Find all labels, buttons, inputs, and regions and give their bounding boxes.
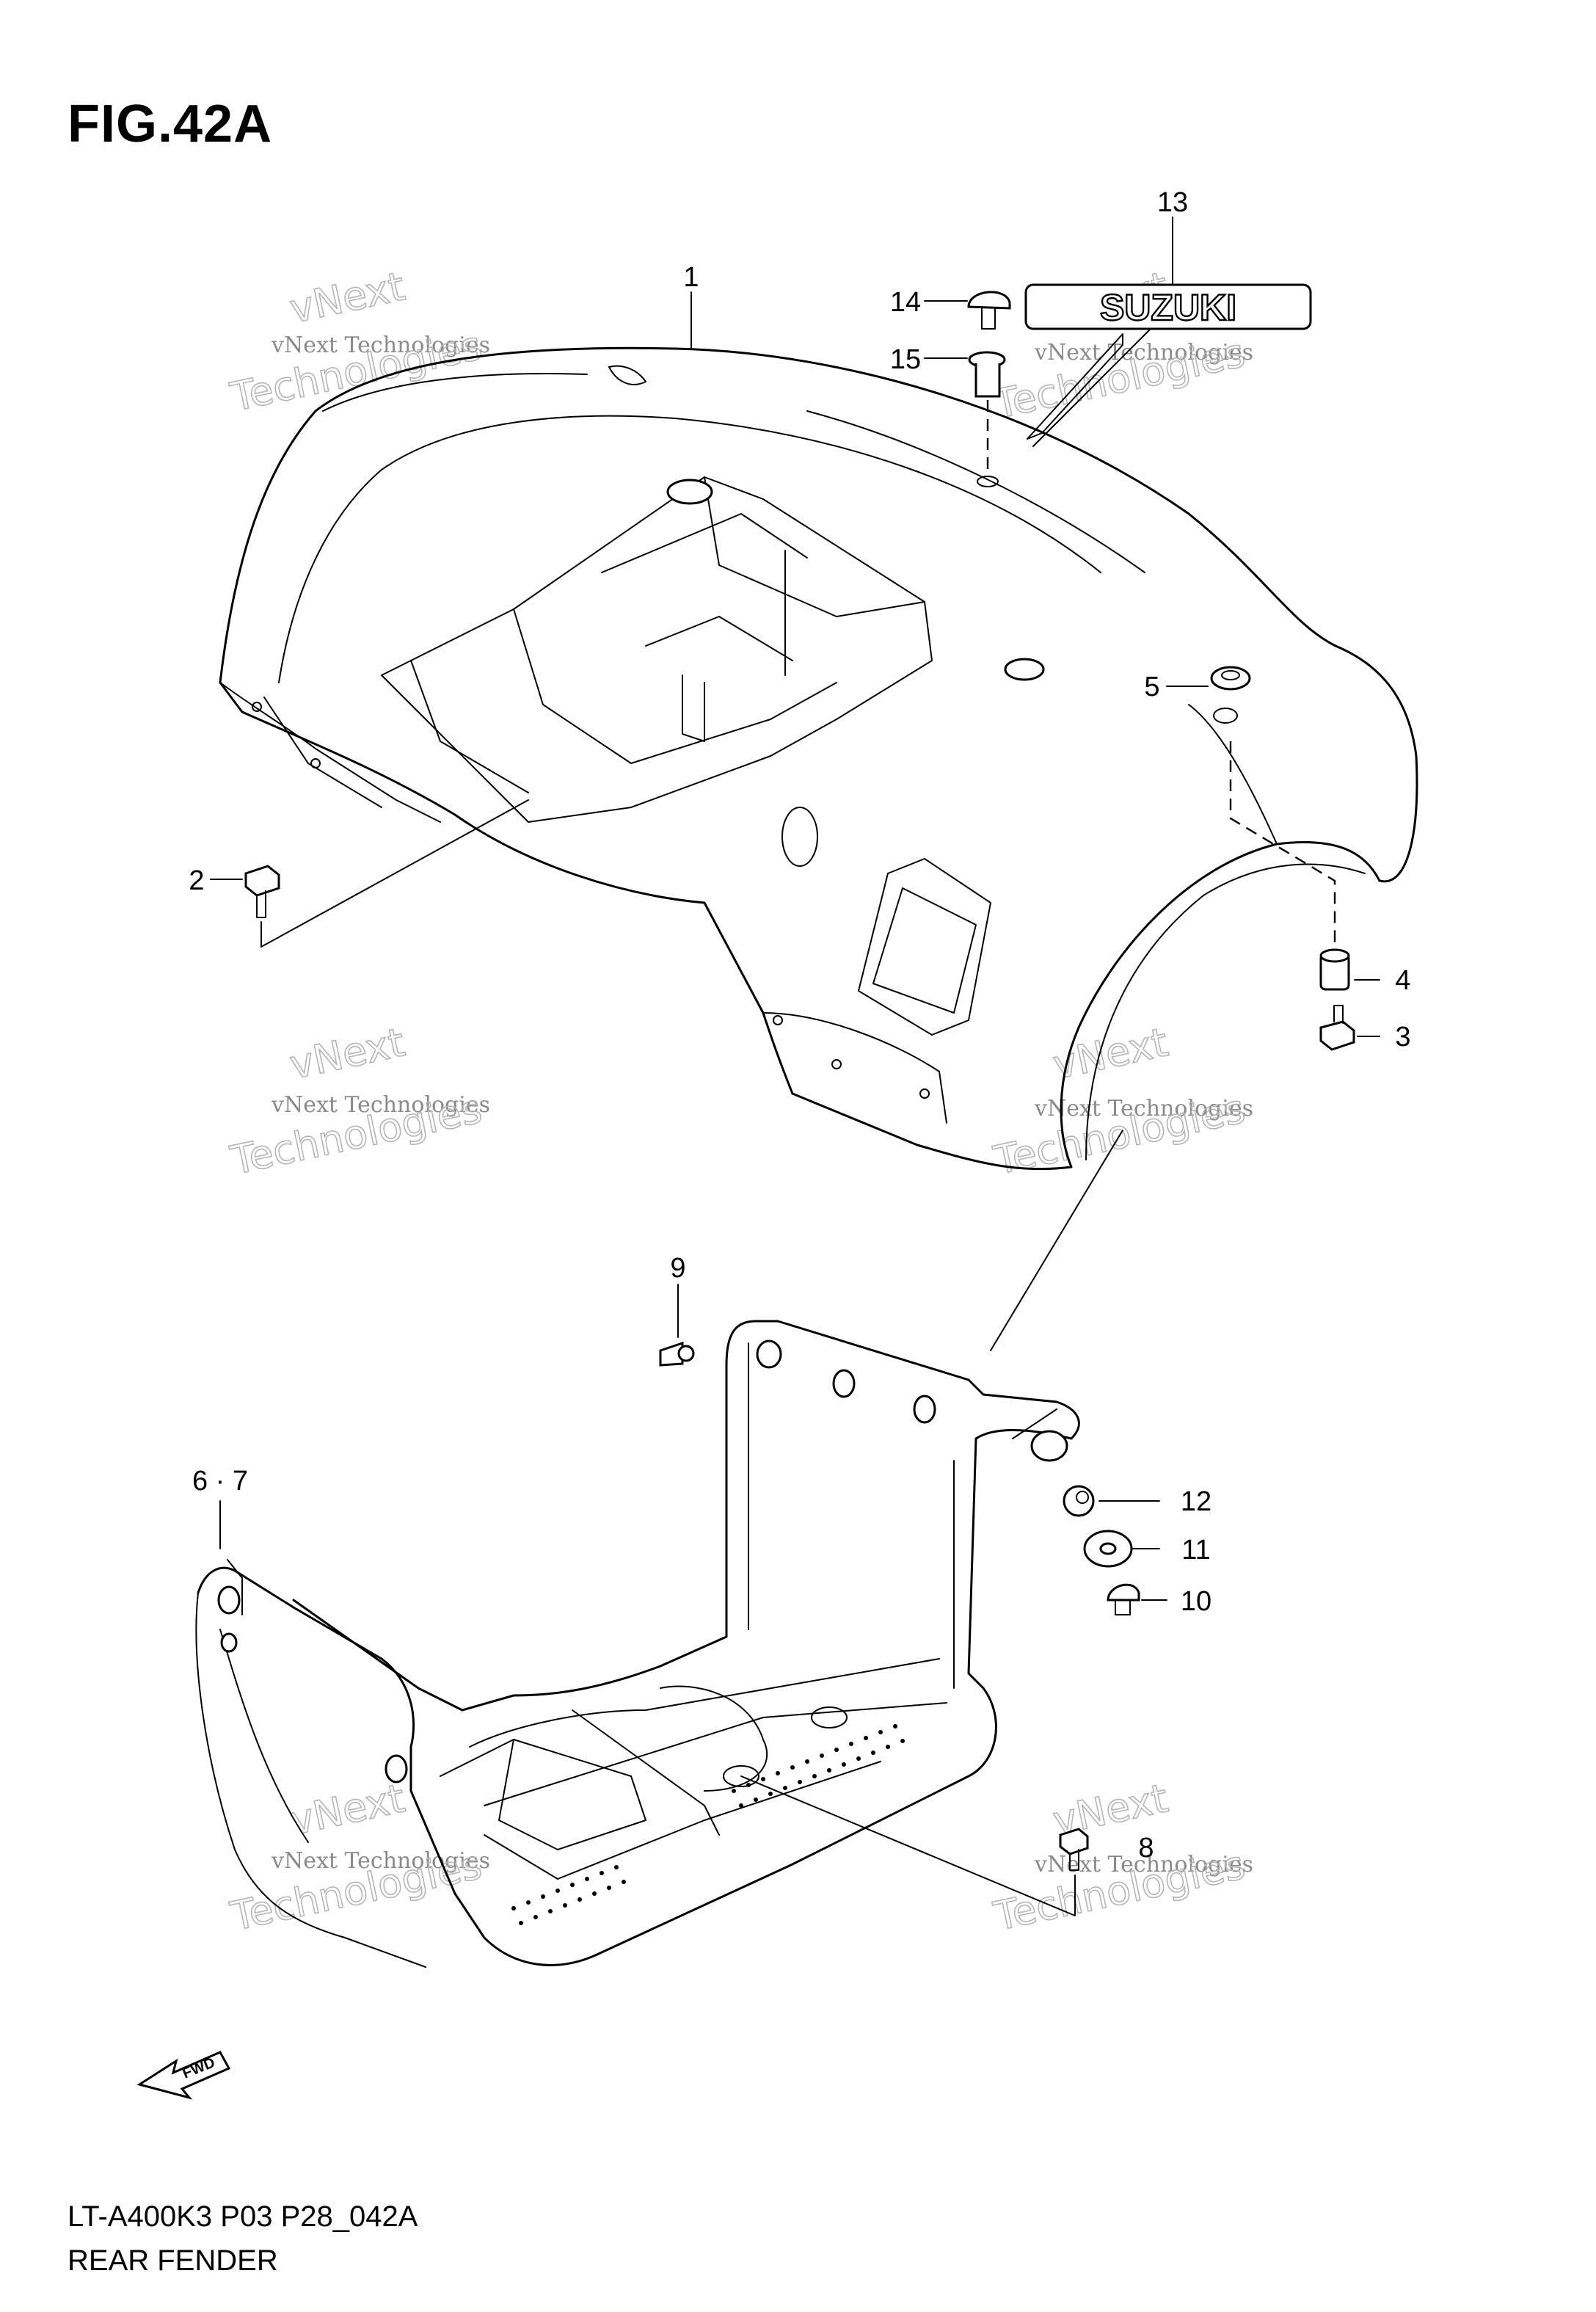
fwd-arrow: FWD [136, 2051, 231, 2100]
perforation-pattern [511, 1724, 905, 1925]
leader-lines [210, 217, 1380, 1916]
callout-8: 8 [1138, 1833, 1154, 1864]
watermark-mid-left: vNext vNext Technologies Technologies [226, 1018, 490, 1184]
callout-11: 11 [1181, 1535, 1210, 1566]
part-screw-14 [967, 291, 1011, 330]
callout-10: 10 [1181, 1586, 1211, 1617]
watermark-mid-right: vNext vNext Technologies Technologies [989, 1018, 1253, 1184]
part-emblem-13: SUZUKI [1024, 283, 1312, 330]
watermark-brand: vNext [1049, 1019, 1172, 1088]
callout-5: 5 [1144, 672, 1159, 702]
part-bolt-8 [1059, 1828, 1089, 1871]
part-bolt-3 [1319, 1005, 1355, 1051]
part-rear-fender [219, 346, 1418, 1171]
callout-3: 3 [1395, 1022, 1410, 1053]
callout-9: 9 [670, 1253, 685, 1284]
model-code: LT-A400K3 P03 P28_042A [68, 2200, 418, 2233]
watermark-bottom-left: vNext vNext Technologies Technologies [226, 1774, 490, 1940]
part-grommet-5 [1210, 666, 1251, 691]
callout-13: 13 [1157, 187, 1188, 218]
part-bolt-2 [244, 865, 280, 918]
callout-12: 12 [1181, 1486, 1211, 1517]
watermark-brand: vNext [286, 1019, 409, 1088]
callout-6-7: 6 · 7 [192, 1466, 248, 1497]
suzuki-logo-text: SUZUKI [1100, 287, 1236, 328]
part-collar-4 [1319, 948, 1350, 991]
watermark-brand: vNext [286, 263, 409, 332]
part-rivet-9 [659, 1341, 695, 1367]
section-name: REAR FENDER [68, 2244, 278, 2277]
part-screw-10 [1107, 1583, 1140, 1615]
part-washer-11 [1083, 1530, 1133, 1568]
callout-1: 1 [683, 262, 699, 293]
watermark-caption: vNext Technologies [271, 1848, 490, 1874]
callout-14: 14 [890, 287, 921, 318]
watermark-bottom-right: vNext vNext Technologies Technologies [989, 1774, 1253, 1940]
part-clip-nut-15 [968, 351, 1006, 398]
callout-2: 2 [189, 865, 204, 896]
callout-4: 4 [1395, 965, 1410, 996]
part-footrest-mudguard [195, 1320, 1080, 1968]
watermark-caption: vNext Technologies [1034, 1096, 1253, 1122]
watermark-brand: vNext [286, 1775, 409, 1844]
figure-title: FIG.42A [68, 95, 273, 153]
watermark-caption: vNext Technologies [1034, 340, 1253, 366]
callout-15: 15 [890, 344, 921, 375]
watermark-caption: vNext Technologies [271, 1092, 490, 1118]
watermark-caption: vNext Technologies [271, 332, 490, 358]
part-nut-12 [1063, 1485, 1095, 1517]
callout-labels: 1 2 3 4 5 6 · 7 8 9 10 11 12 13 14 15 [189, 187, 1410, 1864]
